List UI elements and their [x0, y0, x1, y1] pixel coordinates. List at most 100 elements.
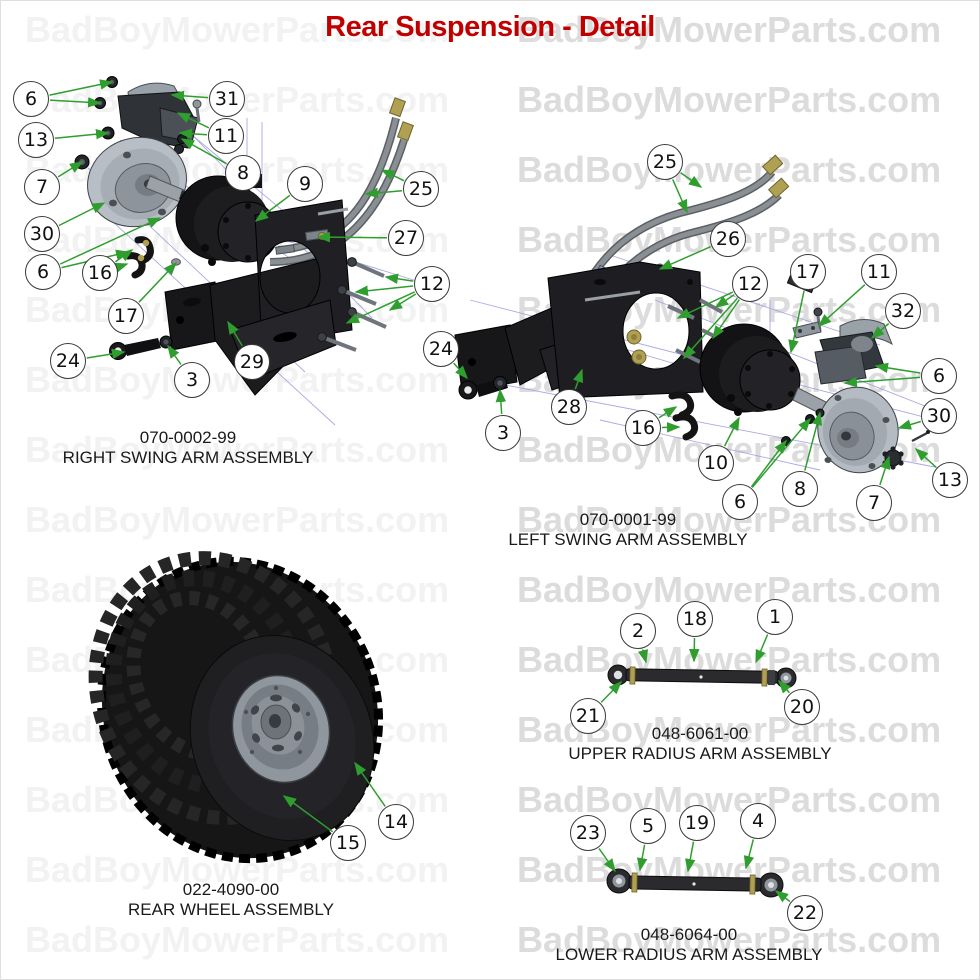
callout-30: 30 [921, 398, 957, 434]
callout-1: 1 [757, 599, 793, 635]
leader-line [380, 169, 405, 182]
callout-8: 8 [225, 155, 261, 191]
assembly-name: REAR WHEEL ASSEMBLY [128, 900, 334, 919]
callout-24: 24 [50, 343, 86, 379]
leader-line [712, 299, 740, 340]
leader-line [114, 249, 134, 263]
callout-6: 6 [13, 81, 49, 117]
callout-6: 6 [722, 484, 758, 520]
part-number: 070-0002-99 [139, 428, 237, 447]
callout-2: 2 [620, 613, 656, 649]
leader-line [714, 293, 735, 308]
callout-22: 22 [787, 895, 823, 931]
leader-line [676, 291, 734, 319]
leader-line [254, 194, 291, 222]
leader-line [874, 362, 921, 374]
watermark-text: BadBoyMowerParts.com [517, 779, 942, 820]
leader-line [680, 172, 703, 188]
leader-line [637, 649, 649, 664]
part-number: 048-6064-00 [640, 925, 738, 944]
leader-line [388, 293, 417, 311]
watermark-text: BadBoyMowerParts.com [517, 569, 942, 610]
leader-line [453, 362, 468, 380]
callout-10: 10 [698, 445, 734, 481]
callout-11: 11 [208, 118, 244, 154]
callout-30: 30 [24, 216, 60, 252]
watermark-text: BadBoyMowerParts.com [25, 919, 450, 960]
assembly-name: RIGHT SWING ARM ASSEMBLY [62, 448, 314, 467]
leader-line [914, 447, 937, 468]
callout-29: 29 [234, 344, 270, 380]
watermark-text: BadBoyMowerParts.com [517, 9, 942, 50]
leader-line [689, 637, 700, 663]
left-swing-arm-illustration [454, 154, 930, 474]
assembly-name: LEFT SWING ARM ASSEMBLY [508, 530, 748, 549]
leader-line [598, 848, 616, 873]
callout-11: 11 [861, 254, 897, 290]
leader-line [636, 844, 648, 872]
callout-16: 16 [625, 410, 661, 446]
leader-line [774, 890, 791, 903]
leader-line [683, 297, 738, 360]
leader-line [788, 290, 805, 354]
leader-line [180, 138, 227, 165]
leader-line [138, 261, 178, 303]
leader-line [316, 231, 388, 243]
rear-wheel-illustration [88, 551, 384, 864]
leader-line [54, 128, 110, 140]
callout-3: 3 [174, 362, 210, 398]
callout-6: 6 [25, 254, 61, 290]
callout-7: 7 [24, 169, 60, 205]
part-number: 048-6061-00 [651, 724, 749, 743]
watermark-text: BadBoyMowerParts.com [25, 429, 450, 470]
watermark-text: BadBoyMowerParts.com [25, 9, 450, 50]
callout-4: 4 [740, 803, 776, 839]
leader-line [750, 439, 787, 488]
leader-line [49, 79, 114, 96]
leader-line [658, 246, 711, 270]
leader-line [345, 291, 416, 324]
watermark-text: BadBoyMowerParts.com [517, 79, 942, 120]
callout-6: 6 [921, 358, 957, 394]
leader-line [57, 161, 84, 178]
leader-line [167, 344, 182, 365]
leader-line [384, 273, 414, 284]
leader-line [59, 217, 162, 265]
callout-8: 8 [782, 471, 818, 507]
leader-line [870, 322, 890, 339]
callout-19: 19 [679, 805, 715, 841]
leader-line [49, 97, 102, 108]
assembly-name: LOWER RADIUS ARM ASSEMBLY [555, 945, 823, 964]
leader-line [879, 455, 891, 486]
callout-12: 12 [414, 266, 450, 302]
leader-line [495, 388, 507, 415]
callout-12: 12 [732, 266, 768, 302]
callout-16: 16 [82, 255, 118, 291]
leader-line [170, 90, 209, 102]
callout-32: 32 [885, 293, 921, 329]
callout-25: 25 [403, 171, 439, 207]
leader-line [897, 419, 922, 430]
callout-25: 25 [647, 144, 683, 180]
callout-5: 5 [630, 808, 666, 844]
leader-line [600, 680, 623, 703]
leader-line [817, 284, 866, 328]
leader-line [113, 262, 129, 273]
page-title: Rear Suspension - Detail [325, 11, 655, 43]
leader-line [661, 422, 681, 433]
callout-17: 17 [108, 298, 144, 334]
callout-27: 27 [388, 220, 424, 256]
callout-7: 7 [856, 485, 892, 521]
callout-17: 17 [790, 254, 826, 290]
leader-line [743, 839, 755, 870]
watermark-text: BadBoyMowerParts.com [517, 919, 942, 960]
callout-14: 14 [378, 804, 414, 840]
